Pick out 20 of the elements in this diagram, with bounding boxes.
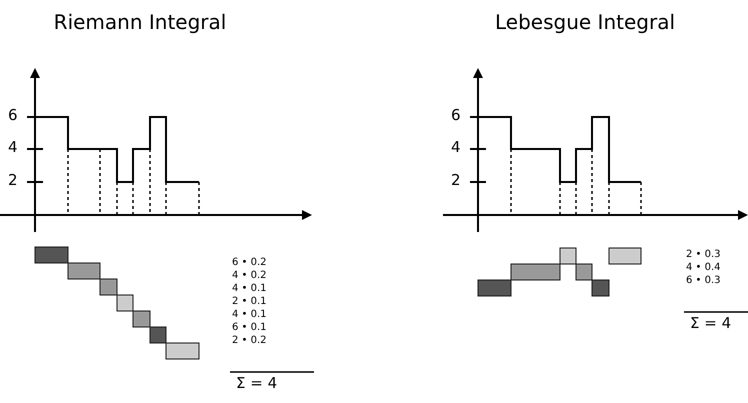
tick-label: 2	[8, 173, 18, 188]
product-term: 4 • 0.2	[232, 271, 267, 281]
product-term: 2 • 0.1	[232, 297, 267, 307]
product-term: 6 • 0.2	[232, 258, 267, 268]
chart-title: Riemann Integral	[54, 12, 226, 32]
sum-label: Σ = 4	[690, 316, 732, 331]
product-term: 2 • 0.3	[686, 250, 721, 260]
product-term: 4 • 0.4	[686, 263, 721, 273]
product-term: 6 • 0.3	[686, 276, 721, 286]
tick-label: 2	[451, 173, 461, 188]
product-term: 2 • 0.2	[232, 336, 267, 346]
tick-label: 6	[8, 108, 18, 123]
sum-label: Σ = 4	[236, 376, 278, 391]
product-term: 6 • 0.1	[232, 323, 267, 333]
product-term: 4 • 0.1	[232, 310, 267, 320]
tick-label: 6	[451, 108, 461, 123]
product-term: 4 • 0.1	[232, 284, 267, 294]
chart-title: Lebesgue Integral	[495, 12, 675, 32]
tick-label: 4	[451, 140, 461, 155]
tick-label: 4	[8, 140, 18, 155]
